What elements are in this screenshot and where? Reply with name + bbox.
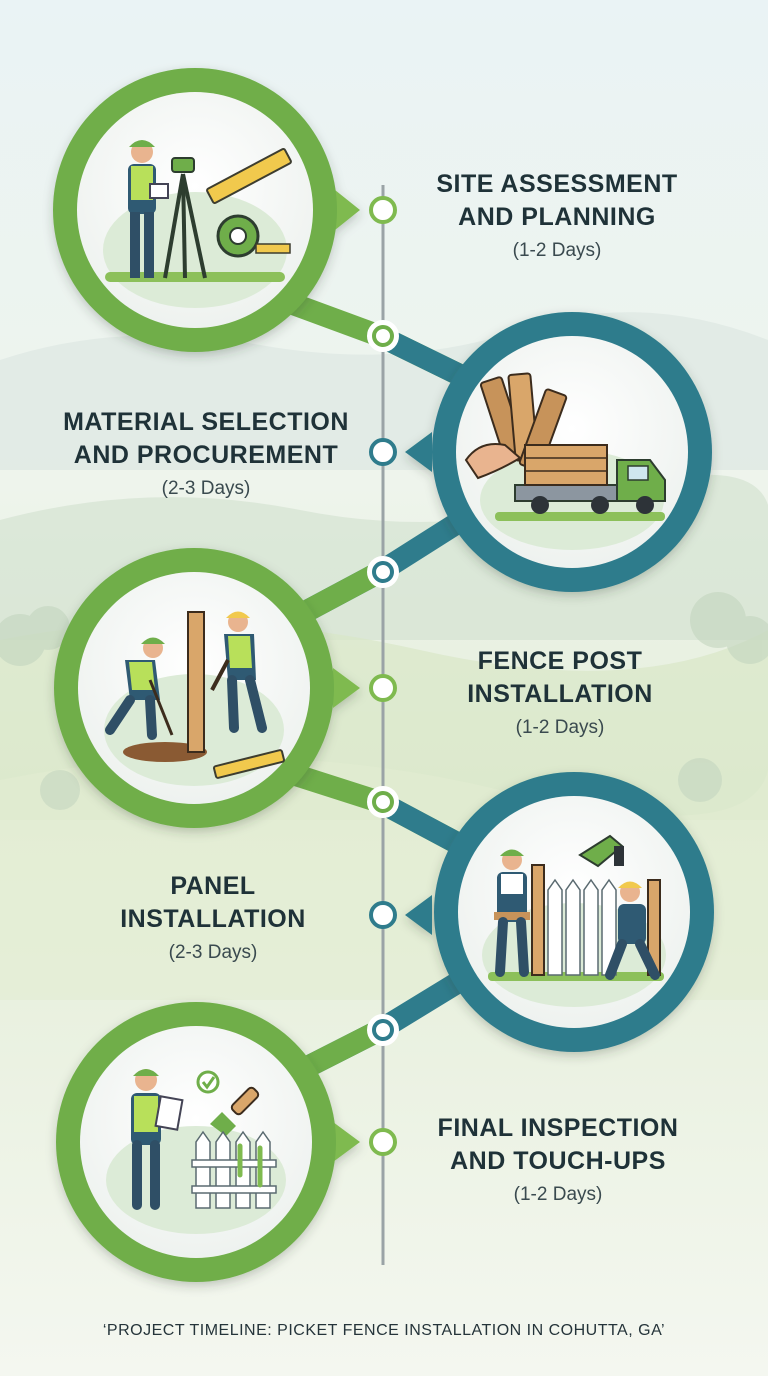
- step-2-text: MATERIAL SELECTION AND PROCUREMENT (2-3 …: [36, 406, 376, 504]
- step-5-text: FINAL INSPECTION AND TOUCH-UPS (1-2 Days…: [408, 1112, 708, 1210]
- node-step-1: [369, 196, 397, 224]
- step-1-title-line1: SITE ASSESSMENT: [436, 170, 678, 198]
- step-2-title-line1: MATERIAL SELECTION: [63, 408, 349, 436]
- step-4-title-line1: PANEL: [170, 872, 256, 900]
- node-step-2: [369, 438, 397, 466]
- step-5-duration: (1-2 Days): [513, 1184, 603, 1205]
- step-3-title-line1: FENCE POST: [477, 647, 643, 675]
- step-5-title-line1: FINAL INSPECTION: [437, 1114, 679, 1142]
- node-junction-3: [372, 791, 394, 813]
- node-junction-4: [372, 1019, 394, 1041]
- step-2-duration: (2-3 Days): [161, 478, 251, 499]
- step-2-title-line2: AND PROCUREMENT: [73, 441, 339, 469]
- surveyor-tripod-icon: [103, 140, 292, 308]
- post-digging-workers-icon: [104, 611, 285, 786]
- node-step-5: [369, 1128, 397, 1156]
- footer-caption: ‘PROJECT TIMELINE: PICKET FENCE INSTALLA…: [102, 1322, 666, 1339]
- step-4-title-line2: INSTALLATION: [120, 905, 306, 933]
- node-junction-2: [372, 561, 394, 583]
- node-step-4: [369, 901, 397, 929]
- panel-installing-workers-icon: [482, 834, 666, 1007]
- step-1-text: SITE ASSESSMENT AND PLANNING (1-2 Days): [412, 168, 702, 266]
- step-4-text: PANEL INSTALLATION (2-3 Days): [78, 870, 348, 968]
- step-3-duration: (1-2 Days): [515, 717, 605, 738]
- step-3-text: FENCE POST INSTALLATION (1-2 Days): [420, 645, 700, 743]
- wood-planks-truck-icon: [464, 372, 666, 550]
- inspection-paint-icon: [106, 1069, 286, 1234]
- step-1-title-line2: AND PLANNING: [458, 203, 656, 231]
- step-3-title-line2: INSTALLATION: [467, 680, 653, 708]
- node-step-3: [369, 674, 397, 702]
- step-4-duration: (2-3 Days): [168, 942, 258, 963]
- step-1-duration: (1-2 Days): [512, 240, 602, 261]
- step-5-title-line2: AND TOUCH-UPS: [450, 1147, 666, 1175]
